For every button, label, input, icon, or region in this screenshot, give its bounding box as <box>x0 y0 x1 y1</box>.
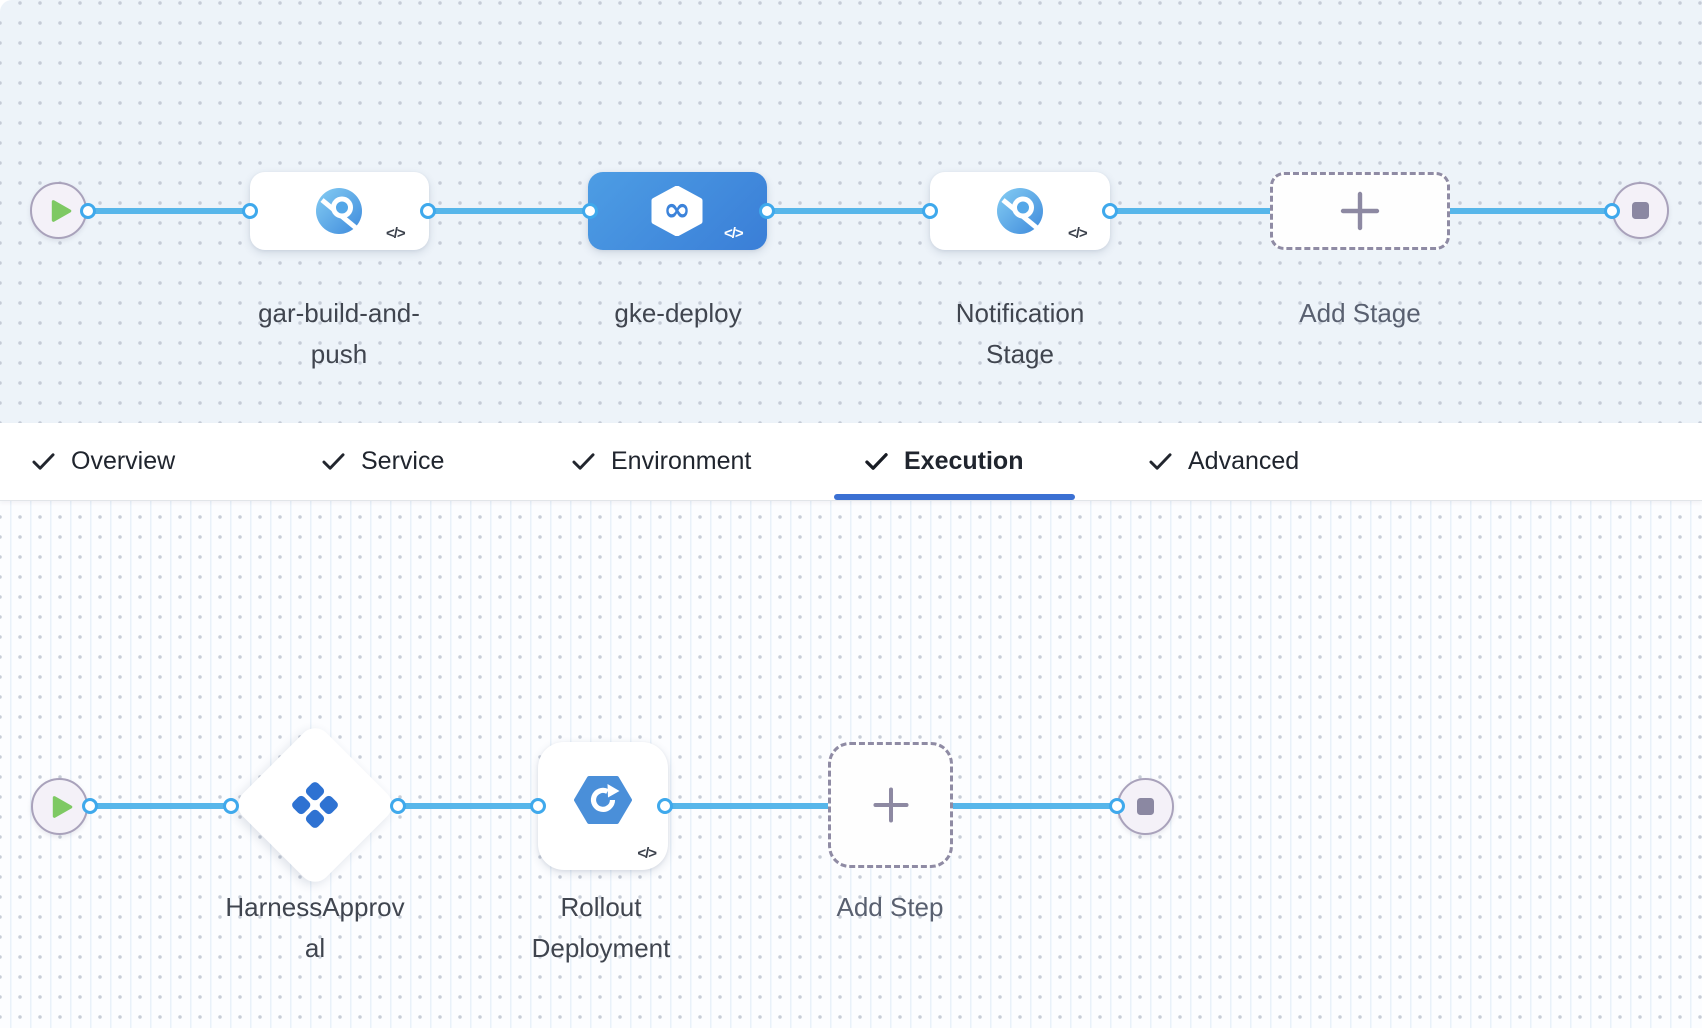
pipeline-end-node <box>1612 182 1669 239</box>
check-icon <box>572 453 595 470</box>
active-tab-underline <box>834 494 1075 500</box>
pipeline-start-node <box>30 182 87 239</box>
connector-dot[interactable] <box>80 203 96 219</box>
tab-environment[interactable]: Environment <box>570 423 751 500</box>
check-icon <box>1149 453 1172 470</box>
connector-dot[interactable] <box>223 798 239 814</box>
connector-line <box>398 803 538 809</box>
tab-advanced[interactable]: Advanced <box>1147 423 1299 500</box>
step-label: HarnessApproval <box>225 892 405 963</box>
connector-dot[interactable] <box>420 203 436 219</box>
play-icon <box>51 199 72 222</box>
yaml-code-badge: </> <box>386 225 406 242</box>
stages-canvas: </> ∞ </> </> <box>0 0 1702 423</box>
connector-line <box>428 208 590 214</box>
tab-label: Execution <box>904 447 1024 475</box>
tab-label: Advanced <box>1188 447 1300 475</box>
check-icon <box>865 453 888 470</box>
tab-label: Overview <box>71 447 176 475</box>
tab-label: Environment <box>611 447 752 475</box>
deploy-infinity-hexagon-icon: ∞ <box>651 186 703 236</box>
yaml-code-badge: </> <box>637 845 657 862</box>
connector-dot[interactable] <box>582 203 598 219</box>
connector-dot[interactable] <box>1109 798 1125 814</box>
tab-overview[interactable]: Overview <box>30 423 175 500</box>
connector-dot[interactable] <box>82 798 98 814</box>
execution-start-node <box>31 778 88 835</box>
execution-end-node <box>1117 778 1174 835</box>
connector-dot[interactable] <box>390 798 406 814</box>
stop-icon <box>1632 202 1649 219</box>
tab-label: Service <box>361 447 445 475</box>
yaml-code-badge: </> <box>724 225 744 242</box>
add-stage-label: Add Stage <box>1299 298 1421 328</box>
connector-line <box>767 208 930 214</box>
connector-dot[interactable] <box>530 798 546 814</box>
connector-dot[interactable] <box>1102 203 1118 219</box>
approval-icon <box>292 782 338 828</box>
stage-label: gke-deploy <box>614 298 742 328</box>
connector-dot[interactable] <box>657 798 673 814</box>
gke-rollout-icon <box>574 776 632 824</box>
yaml-code-badge: </> <box>1068 225 1088 242</box>
step-label: Rollout Deployment <box>531 892 671 963</box>
plus-icon <box>872 787 909 823</box>
connector-dot[interactable] <box>242 203 258 219</box>
stop-icon <box>1137 798 1154 815</box>
tab-execution[interactable]: Execution <box>863 423 1023 500</box>
svg-text:∞: ∞ <box>663 190 691 229</box>
execution-canvas: </> HarnessApproval Rollout Deployment A… <box>0 501 1702 1028</box>
stage-config-tabbar: Overview Service Environment Execution A… <box>0 423 1702 501</box>
check-icon <box>322 453 345 470</box>
connector-line <box>90 803 231 809</box>
connector-dot[interactable] <box>1604 203 1620 219</box>
plus-icon <box>1340 191 1380 231</box>
connector-dot[interactable] <box>922 203 938 219</box>
add-step-label: Add Step <box>836 892 944 922</box>
stage-label: Notification Stage <box>955 298 1085 369</box>
artifact-registry-icon <box>316 188 362 234</box>
tab-service[interactable]: Service <box>320 423 444 500</box>
check-icon <box>32 453 55 470</box>
add-stage-button[interactable] <box>1270 172 1450 250</box>
connector-line <box>88 208 250 214</box>
play-icon <box>52 795 73 818</box>
artifact-registry-icon <box>997 188 1043 234</box>
stage-label: gar-build-and-push <box>258 298 420 369</box>
connector-dot[interactable] <box>759 203 775 219</box>
add-step-button[interactable] <box>828 742 953 868</box>
